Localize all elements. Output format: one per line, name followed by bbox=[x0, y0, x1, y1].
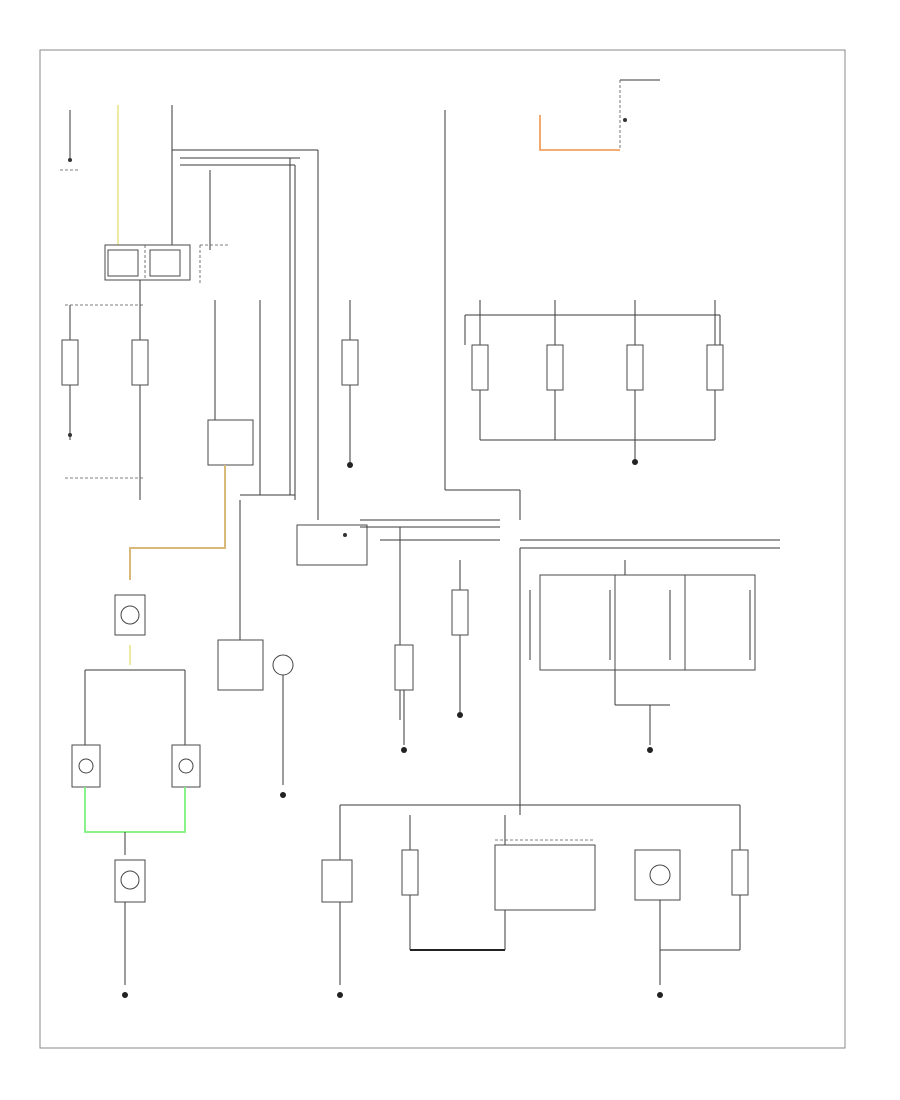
diagram-border bbox=[39, 49, 846, 1049]
ground-2 bbox=[280, 792, 286, 798]
green-wire bbox=[84, 787, 186, 833]
center-lamp bbox=[217, 500, 294, 785]
left-switch-group bbox=[61, 280, 149, 500]
ground-3 bbox=[401, 747, 407, 753]
center-harness bbox=[207, 150, 319, 520]
top-right-switch bbox=[539, 79, 660, 151]
ground-7 bbox=[457, 712, 463, 718]
left-motor-assembly bbox=[71, 594, 201, 985]
ground-9 bbox=[657, 992, 663, 998]
middle-right-module-row bbox=[451, 539, 780, 815]
ground-1 bbox=[122, 992, 128, 998]
ground-5 bbox=[632, 459, 638, 465]
upper-right-module-row bbox=[464, 300, 724, 460]
ground-6 bbox=[647, 747, 653, 753]
relay-vertical bbox=[394, 644, 414, 745]
ground-8 bbox=[337, 992, 343, 998]
fuse-block bbox=[104, 244, 191, 281]
top-center-harness bbox=[341, 110, 521, 520]
bottom-module-row bbox=[321, 804, 749, 985]
center-switch bbox=[296, 519, 500, 720]
switch-right-of-fuse bbox=[199, 170, 230, 285]
power-source-1 bbox=[60, 110, 78, 171]
power-source-3 bbox=[171, 105, 318, 245]
tan-wire bbox=[129, 465, 226, 580]
ground-4 bbox=[347, 462, 353, 468]
